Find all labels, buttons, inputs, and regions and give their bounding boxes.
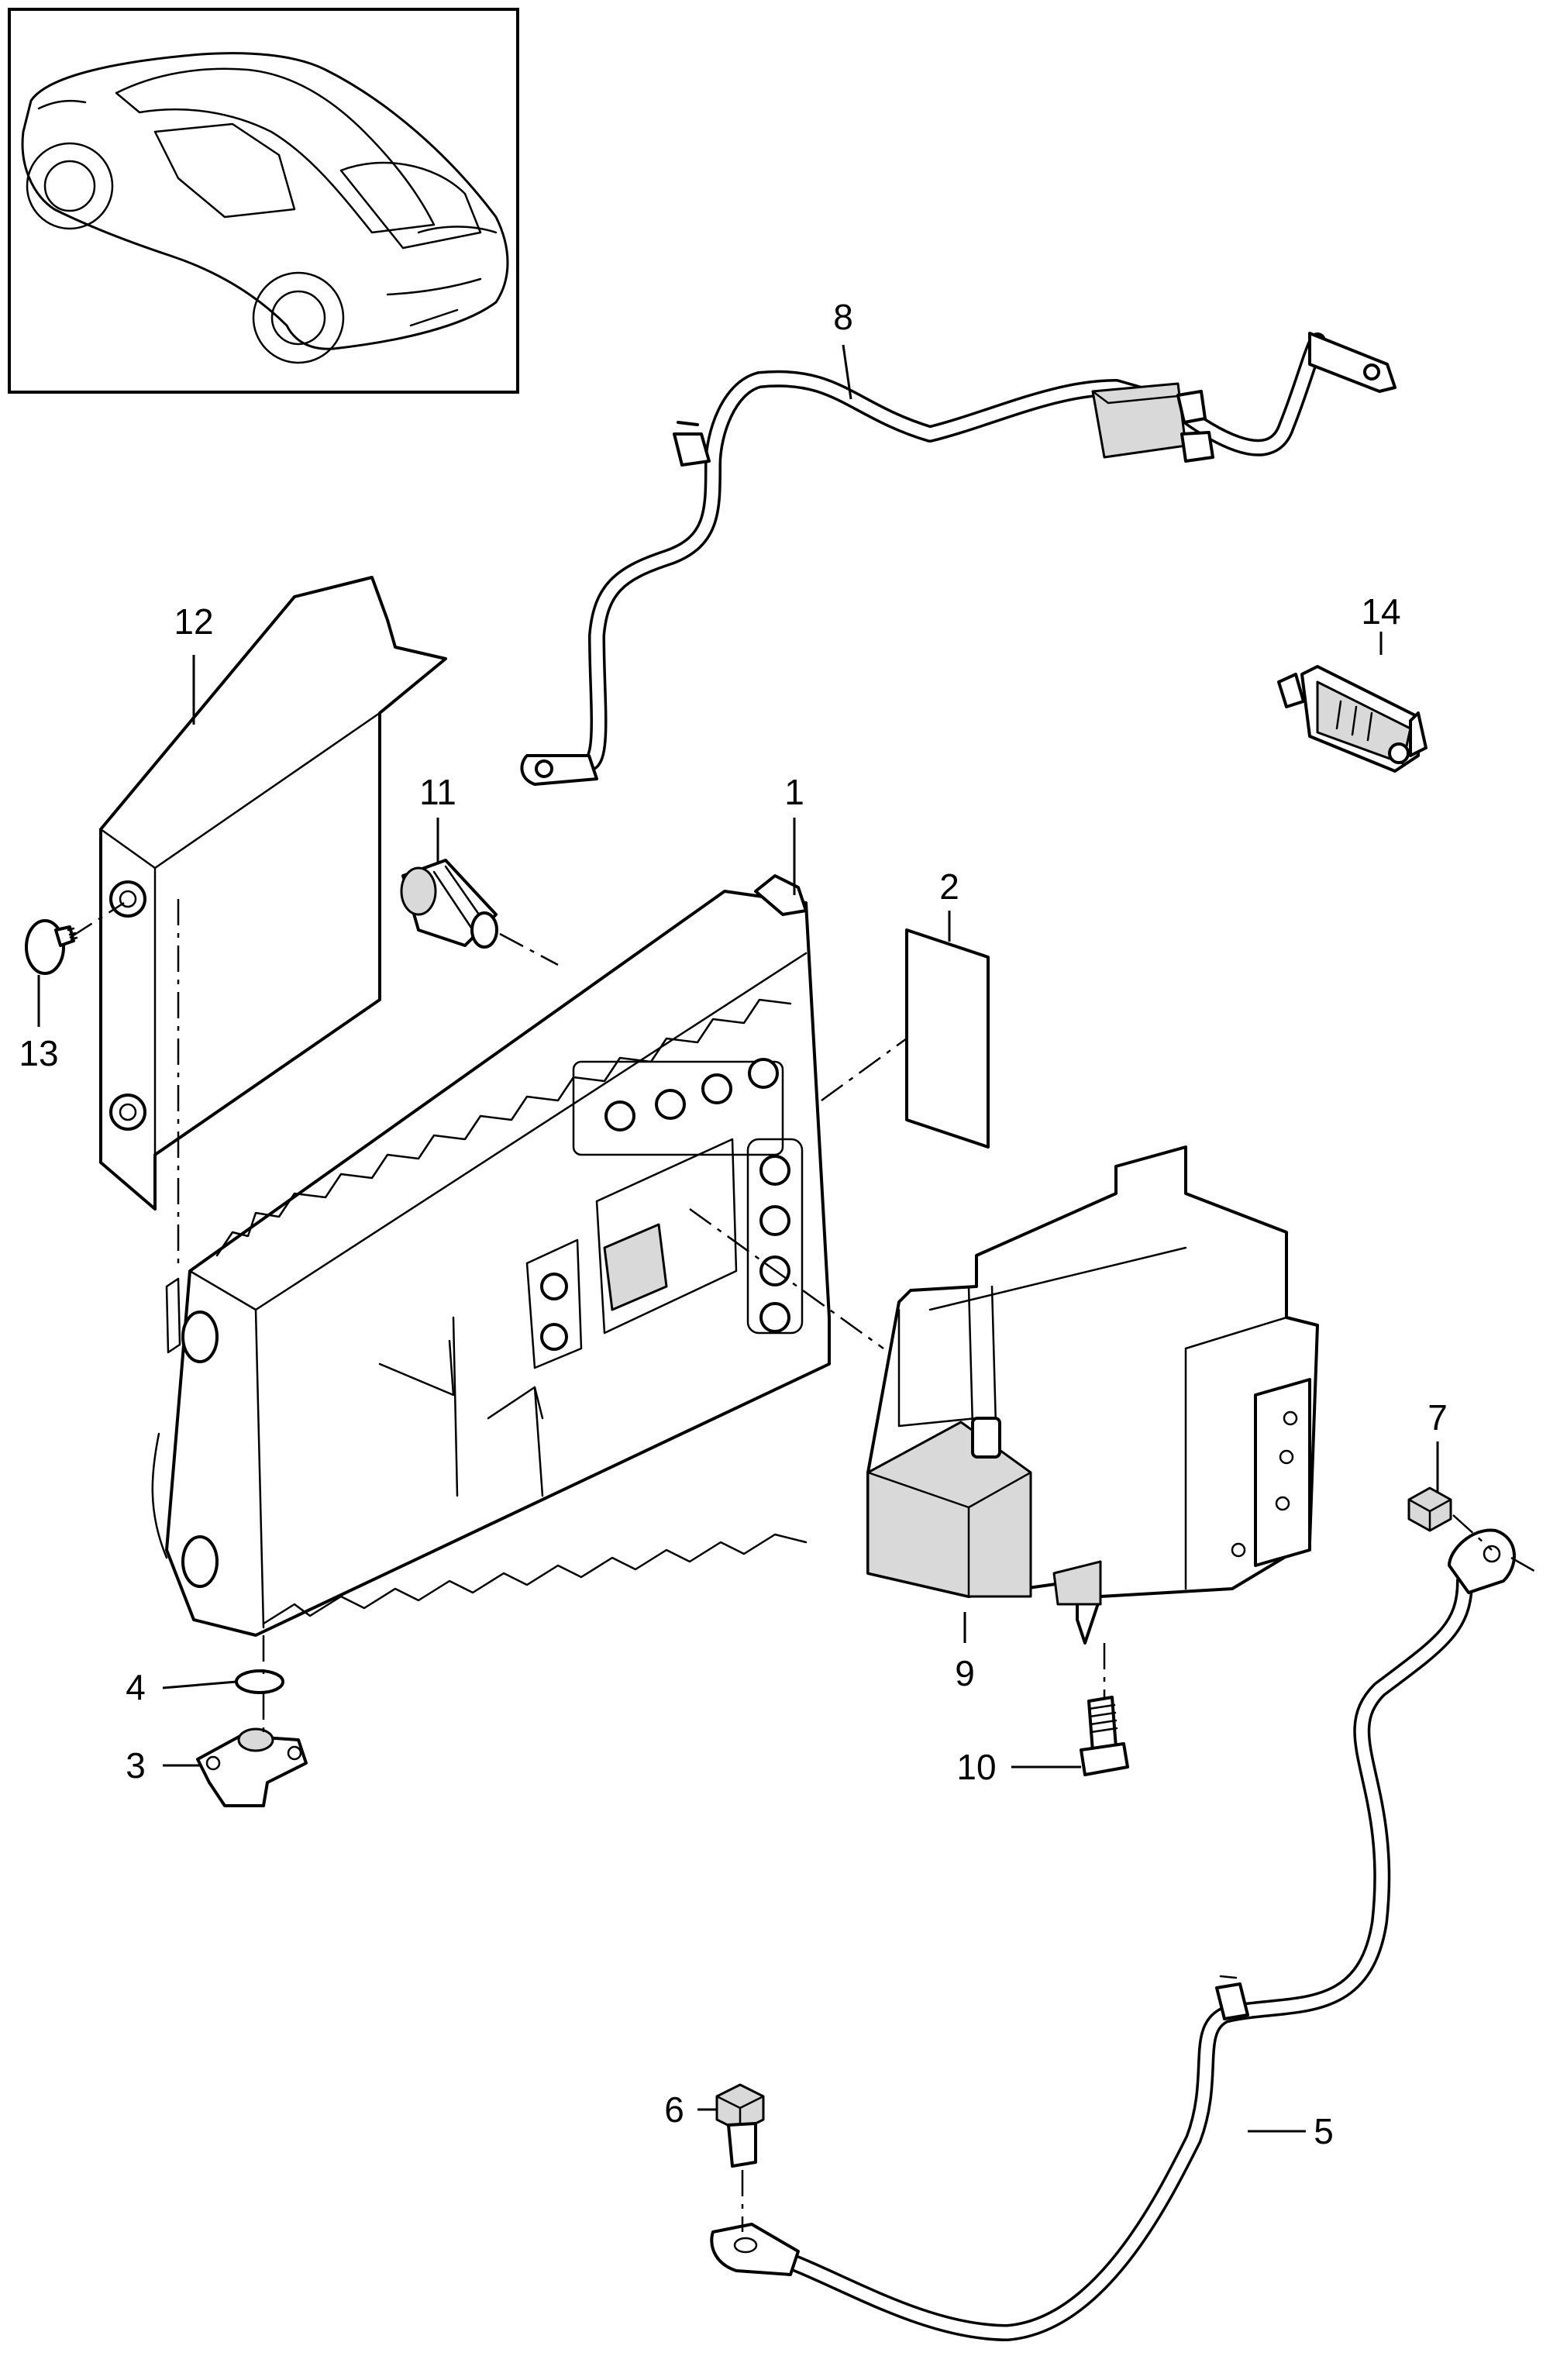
part-12-shield-plate <box>99 576 447 1211</box>
assembly-lines <box>69 899 1539 2232</box>
leader-lines <box>37 344 1439 2133</box>
part-9-bracket <box>866 1145 1319 1645</box>
part-14-sensor <box>1277 665 1428 773</box>
callout-12: 12 <box>174 601 213 642</box>
callout-7: 7 <box>1428 1397 1448 1438</box>
car-icon <box>21 52 509 364</box>
part-11-plug <box>400 859 498 949</box>
vehicle-locator-inset <box>8 8 519 394</box>
callout-numbers: 8 12 14 11 1 2 13 7 9 4 10 3 6 5 <box>19 297 1447 2151</box>
part-2-label <box>905 928 990 1149</box>
callout-6: 6 <box>664 2089 684 2130</box>
part-10-bolt <box>1080 1696 1129 1776</box>
part-4-o-ring <box>235 1669 284 1694</box>
callout-11: 11 <box>419 772 456 812</box>
callout-13: 13 <box>19 1033 58 1073</box>
part-7-nut <box>1407 1486 1452 1532</box>
callout-14: 14 <box>1361 591 1400 632</box>
callout-4: 4 <box>126 1667 146 1707</box>
part-8-cable <box>520 332 1397 786</box>
callout-8: 8 <box>833 297 853 337</box>
callout-3: 3 <box>126 1745 146 1786</box>
callout-9: 9 <box>955 1653 975 1693</box>
part-1-control-unit <box>151 874 831 1637</box>
callout-1: 1 <box>784 772 804 812</box>
part-5-cable <box>710 1528 1516 2341</box>
callout-5: 5 <box>1314 2111 1334 2151</box>
part-13-push-clip <box>25 919 78 975</box>
callout-10: 10 <box>956 1747 996 1787</box>
callout-2: 2 <box>939 866 959 907</box>
part-6-bolt <box>715 2083 765 2168</box>
part-3-fitting <box>196 1727 308 1807</box>
